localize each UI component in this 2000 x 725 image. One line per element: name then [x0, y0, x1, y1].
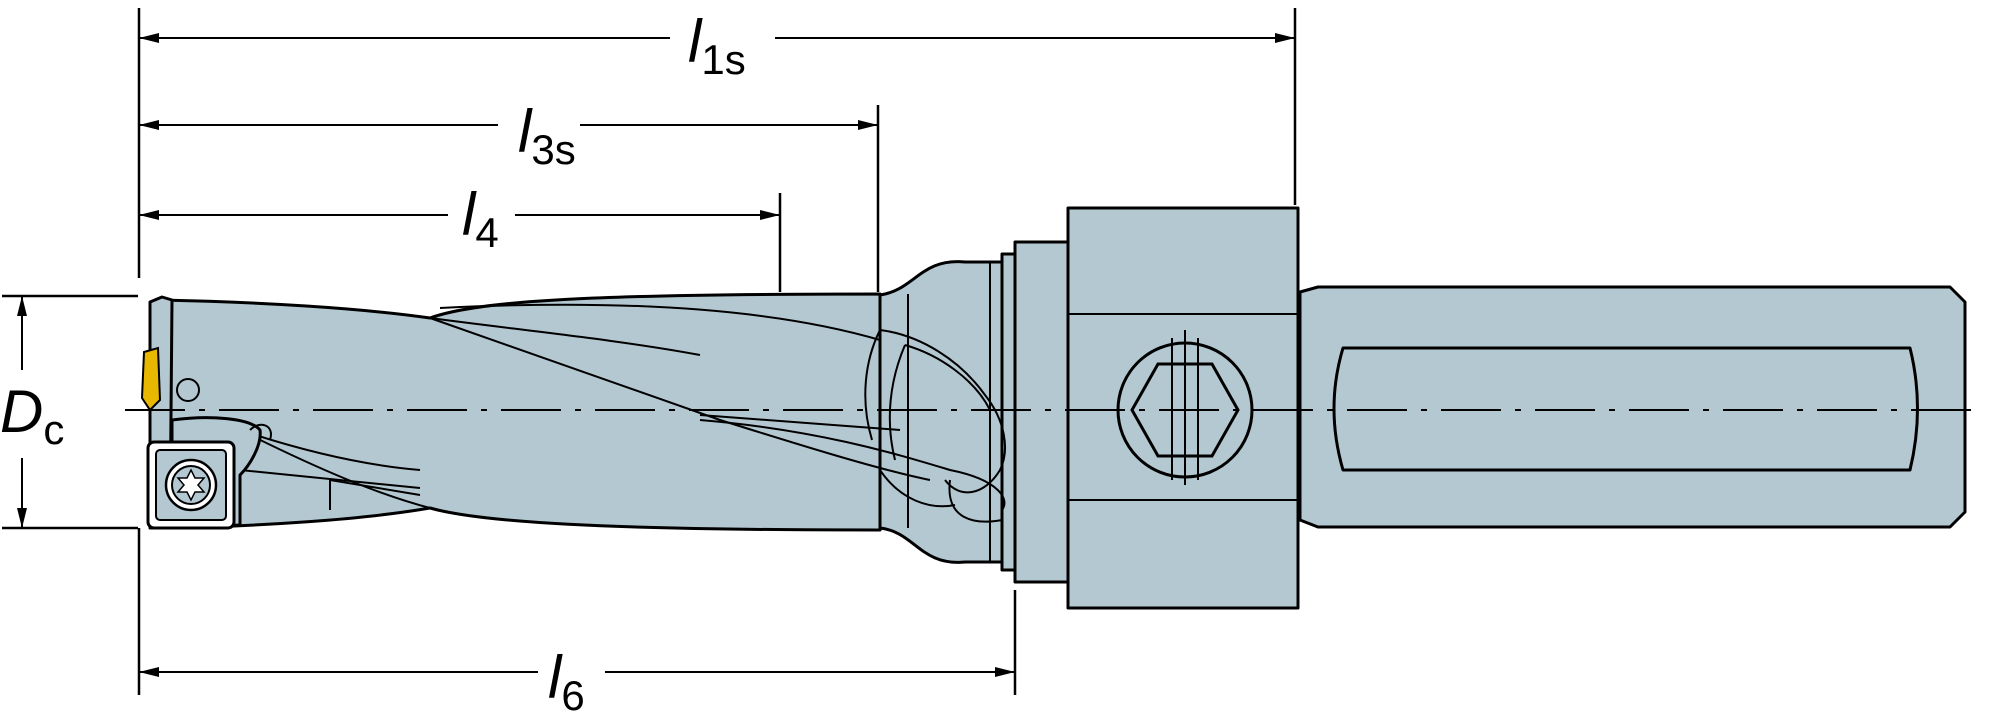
l4-subscript: 4 — [475, 209, 498, 256]
svg-text:l4: l4 — [462, 181, 499, 256]
l1s-subscript: 1s — [701, 36, 745, 83]
fluted-body — [158, 292, 882, 532]
svg-text:l1s: l1s — [688, 8, 746, 83]
svg-text:l6: l6 — [548, 644, 585, 719]
l3s-subscript: 3s — [531, 126, 575, 173]
shank-flat — [1332, 346, 1919, 472]
dimension-l1s: l1s — [139, 8, 1295, 83]
dimension-l3s: l3s — [139, 98, 878, 173]
l1s-symbol: l — [688, 8, 703, 75]
coolant-hole — [176, 378, 200, 402]
insert-tip — [140, 346, 162, 412]
svg-text:Dc: Dc — [0, 378, 64, 453]
l6-subscript: 6 — [561, 672, 584, 719]
extension-lines — [2, 8, 1297, 695]
l3s-symbol: l — [518, 98, 533, 165]
dc-subscript: c — [43, 406, 64, 453]
dimension-dc: Dc — [0, 296, 64, 528]
drill-body — [140, 206, 1967, 610]
torx-screw-icon — [146, 440, 236, 530]
svg-text:l3s: l3s — [518, 98, 576, 173]
flute-edge-upper — [429, 317, 931, 481]
dimension-l6: l6 — [139, 644, 1015, 719]
l6-symbol: l — [548, 644, 563, 711]
neck — [878, 260, 1004, 564]
dimension-l4: l4 — [139, 181, 780, 256]
neck-curve — [879, 329, 1006, 494]
collar — [1013, 240, 1070, 584]
l4-symbol: l — [462, 181, 477, 248]
dc-symbol: D — [0, 378, 43, 445]
